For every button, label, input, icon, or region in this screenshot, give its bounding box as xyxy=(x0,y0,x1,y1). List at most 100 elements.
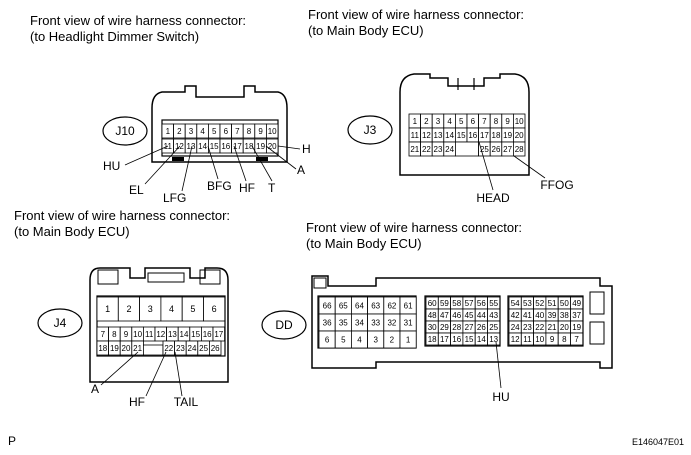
j4-pin-10: 10 xyxy=(133,330,142,339)
j3-pin-5: 5 xyxy=(459,117,464,126)
dd-pin-32: 32 xyxy=(387,319,396,328)
j10-label-hf: HF xyxy=(239,181,255,195)
dd-pin-10: 10 xyxy=(535,335,544,344)
caption-j10: Front view of wire harness connector: (t… xyxy=(30,13,246,45)
j3-connector-name: J3 xyxy=(364,123,377,137)
j4-pin-20: 20 xyxy=(122,344,131,353)
j4-pin-11: 11 xyxy=(145,330,154,339)
dd-pin-12: 12 xyxy=(511,335,520,344)
j4-pin-19: 19 xyxy=(110,344,119,353)
j3-id-ellipse xyxy=(347,115,393,145)
j10-pin-6: 6 xyxy=(224,127,229,136)
dd-pin-5: 5 xyxy=(341,336,346,345)
dd-pin-4: 4 xyxy=(357,336,362,345)
j3-pin-1: 1 xyxy=(413,117,418,126)
j10-leader-hu xyxy=(124,145,169,166)
caption-dd: Front view of wire harness connector: (t… xyxy=(306,220,522,252)
dd-pin-11: 11 xyxy=(523,335,532,344)
j3-pin-28-cell xyxy=(513,141,526,157)
dd-leader-hu xyxy=(495,341,502,389)
j3-pin-7: 7 xyxy=(482,117,487,126)
dd-pin-39: 39 xyxy=(548,311,557,320)
j10-leader-a xyxy=(265,145,297,170)
dd-pin-24: 24 xyxy=(511,323,520,332)
j4-pin-1: 1 xyxy=(105,304,110,314)
j3-pin-12: 12 xyxy=(422,131,431,140)
j3-pin-22: 22 xyxy=(422,145,431,154)
caption-j3: Front view of wire harness connector: (t… xyxy=(308,7,524,39)
j10-leader-bfg xyxy=(207,145,219,180)
j4-pin-6-cell xyxy=(203,296,226,322)
dd-pin-7: 7 xyxy=(574,335,579,344)
dd-pin-31: 31 xyxy=(404,319,413,328)
j4-pin-3: 3 xyxy=(148,304,153,314)
j3-pin-9: 9 xyxy=(505,117,510,126)
j3-blank-slot xyxy=(454,141,479,157)
caption-j4: Front view of wire harness connector: (t… xyxy=(14,208,230,240)
dd-pin-55: 55 xyxy=(489,299,498,308)
dd-pin-48: 48 xyxy=(428,311,437,320)
j4-connector-name: J4 xyxy=(54,316,67,330)
dd-pin-37: 37 xyxy=(572,311,581,320)
j4-pin-22: 22 xyxy=(164,344,173,353)
j4-pin-25: 25 xyxy=(199,344,208,353)
dd-pin-53: 53 xyxy=(523,299,532,308)
j4-pin-12: 12 xyxy=(156,330,165,339)
dd-pin-51: 51 xyxy=(548,299,557,308)
dd-pin-13: 13 xyxy=(489,335,498,344)
dd-pin-22: 22 xyxy=(535,323,544,332)
j3-pin-11: 11 xyxy=(411,131,420,140)
j4-pin-26: 26 xyxy=(211,344,220,353)
j4-label-hf: HF xyxy=(129,395,145,409)
dd-pin-13-cell xyxy=(487,332,501,346)
dd-pin-27: 27 xyxy=(465,323,474,332)
j4-pin-2: 2 xyxy=(126,304,131,314)
j4-leader-tail xyxy=(174,351,183,397)
dd-pin-60: 60 xyxy=(428,299,437,308)
j4-pin-16: 16 xyxy=(203,330,212,339)
j3-pin-27: 27 xyxy=(503,145,512,154)
j10-label-t: T xyxy=(268,181,276,195)
j10-label-a: A xyxy=(297,163,305,177)
j10-leader-h xyxy=(277,145,301,150)
j10-pin-7: 7 xyxy=(235,127,240,136)
j4-pin-4: 4 xyxy=(169,304,174,314)
dd-pin-50: 50 xyxy=(560,299,569,308)
dd-pin-54: 54 xyxy=(511,299,520,308)
j10-pin-11: 11 xyxy=(164,142,173,151)
dd-pin-14: 14 xyxy=(477,335,486,344)
j4-pin-14: 14 xyxy=(180,330,189,339)
j3-pin-19: 19 xyxy=(503,131,512,140)
j3-pin-17: 17 xyxy=(480,131,489,140)
j4-pin-6: 6 xyxy=(212,304,217,314)
caption-j4-line1: Front view of wire harness connector: xyxy=(14,208,231,223)
j4-pin-23: 23 xyxy=(176,344,185,353)
dd-pin-33: 33 xyxy=(371,319,380,328)
dd-pin-42: 42 xyxy=(511,311,520,320)
j10-pin-5: 5 xyxy=(212,127,217,136)
j3-pin-13: 13 xyxy=(434,131,443,140)
j3-leader-head xyxy=(478,141,494,191)
j3-pin-4: 4 xyxy=(447,117,452,126)
dd-pin-65: 65 xyxy=(339,302,348,311)
dd-pin-23: 23 xyxy=(523,323,532,332)
dd-pin-34: 34 xyxy=(355,319,364,328)
j3-pin-6: 6 xyxy=(471,117,476,126)
dd-id-ellipse xyxy=(261,310,307,340)
j4-id-ellipse xyxy=(37,308,83,338)
j3-pin-16: 16 xyxy=(468,131,477,140)
caption-dd-line1: Front view of wire harness connector: xyxy=(306,220,523,235)
j3-pin-24: 24 xyxy=(445,145,454,154)
j10-pin-20: 20 xyxy=(268,142,277,151)
j4-pin-15: 15 xyxy=(191,330,200,339)
j10-pin-17: 17 xyxy=(233,142,242,151)
dd-pin-46: 46 xyxy=(452,311,461,320)
dd-pin-57: 57 xyxy=(465,299,474,308)
j3-pin-10: 10 xyxy=(515,117,524,126)
j4-pin-8: 8 xyxy=(112,330,117,339)
j10-pin-3: 3 xyxy=(189,127,194,136)
